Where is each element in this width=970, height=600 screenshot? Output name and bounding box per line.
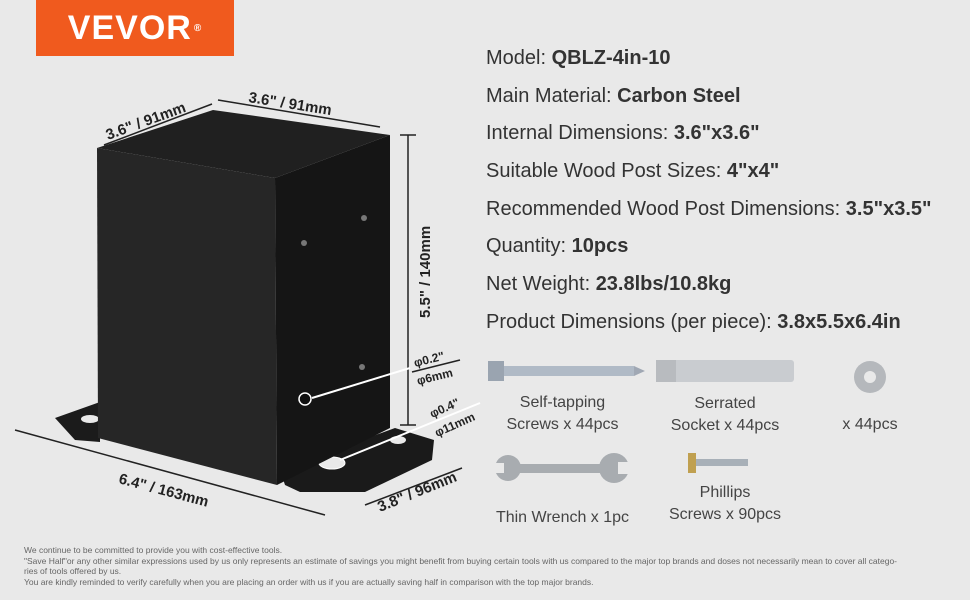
spec-recommended-dimensions: Recommended Wood Post Dimensions: 3.5"x3…	[486, 197, 932, 220]
serrated-socket-icon	[656, 360, 794, 382]
washer-icon	[854, 361, 886, 393]
vevor-logo: VEVOR®	[36, 0, 234, 56]
spec-list: Model: QBLZ-4in-10 Main Material: Carbon…	[486, 45, 932, 347]
accessory-thin-wrench: Thin Wrench x 1pc	[495, 509, 630, 526]
spec-model: Model: QBLZ-4in-10	[486, 47, 671, 69]
spec-quantity: Quantity: 10pcs	[486, 235, 629, 258]
dim-top-right: 3.6" / 91mm	[247, 89, 332, 119]
dim-length: 6.4" / 163mm	[117, 470, 210, 510]
spec-internal-dimensions: Internal Dimensions: 3.6"x3.6"	[486, 122, 760, 145]
dim-height: 5.5" / 140mm	[417, 226, 434, 318]
phillips-screw-icon	[688, 453, 748, 473]
spec-product-dimensions: Product Dimensions (per piece): 3.8x5.5x…	[486, 310, 901, 333]
spec-material: Main Material: Carbon Steel	[486, 84, 741, 107]
dim-hole-small-in: φ0.2"	[412, 349, 445, 370]
bracket-front-face	[97, 148, 277, 485]
wrench-icon	[492, 453, 632, 483]
spec-post-sizes: Suitable Wood Post Sizes: 4"x4"	[486, 160, 780, 183]
dim-hole-small-mm: φ6mm	[415, 365, 454, 387]
disclaimer: We continue to be committed to provide y…	[24, 545, 898, 587]
accessory-washers: x 44pcs	[842, 416, 898, 433]
spec-net-weight: Net Weight: 23.8lbs/10.8kg	[486, 273, 732, 296]
self-tapping-screw-icon	[488, 361, 645, 381]
left-flange	[55, 402, 100, 442]
bracket-inner	[97, 110, 390, 178]
right-flange	[280, 428, 434, 492]
bracket-side-face	[275, 135, 390, 485]
